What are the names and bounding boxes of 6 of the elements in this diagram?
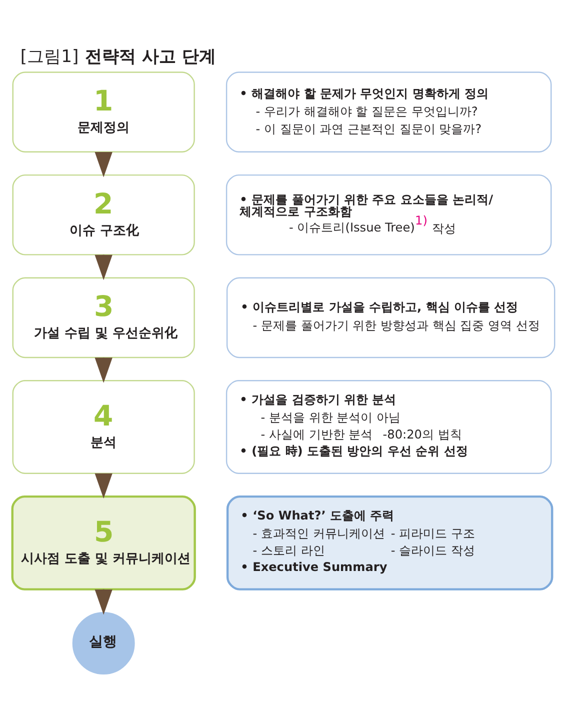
diagram-title: [그림1] 전략적 사고 단계 bbox=[20, 46, 216, 67]
node-box: • 이슈트리별로 가설을 수립하고, 핵심 이슈를 선정 - 문제를 풀어가기 위한 방향성과 핵심 집중 영역 선정 bbox=[226, 277, 556, 358]
node-box: • 가설을 검증하기 위한 분석 - 분석을 위한 분석이 아님 - 사실에 기반한 분석 -80:20의 법칙 • (필요 時) 도출된 방안의 우선 순위 선정 bbox=[226, 380, 552, 474]
node-box: • 해결해야 할 문제가 무엇인지 명확하게 정의 - 우리가 해결해야 할 질문은 무엇입니까? - 이 질문이 과연 근본적인 질문이 맞을까? bbox=[226, 72, 552, 152]
node-circle: 실행 bbox=[72, 612, 135, 674]
node-box: • ‘So What?’ 도출에 주력 - 효과적인 커뮤니케이션 - 피라미드 구조 - 스토리 라인 - 슬라이드 작성 • Executive Summary bbox=[226, 495, 554, 590]
